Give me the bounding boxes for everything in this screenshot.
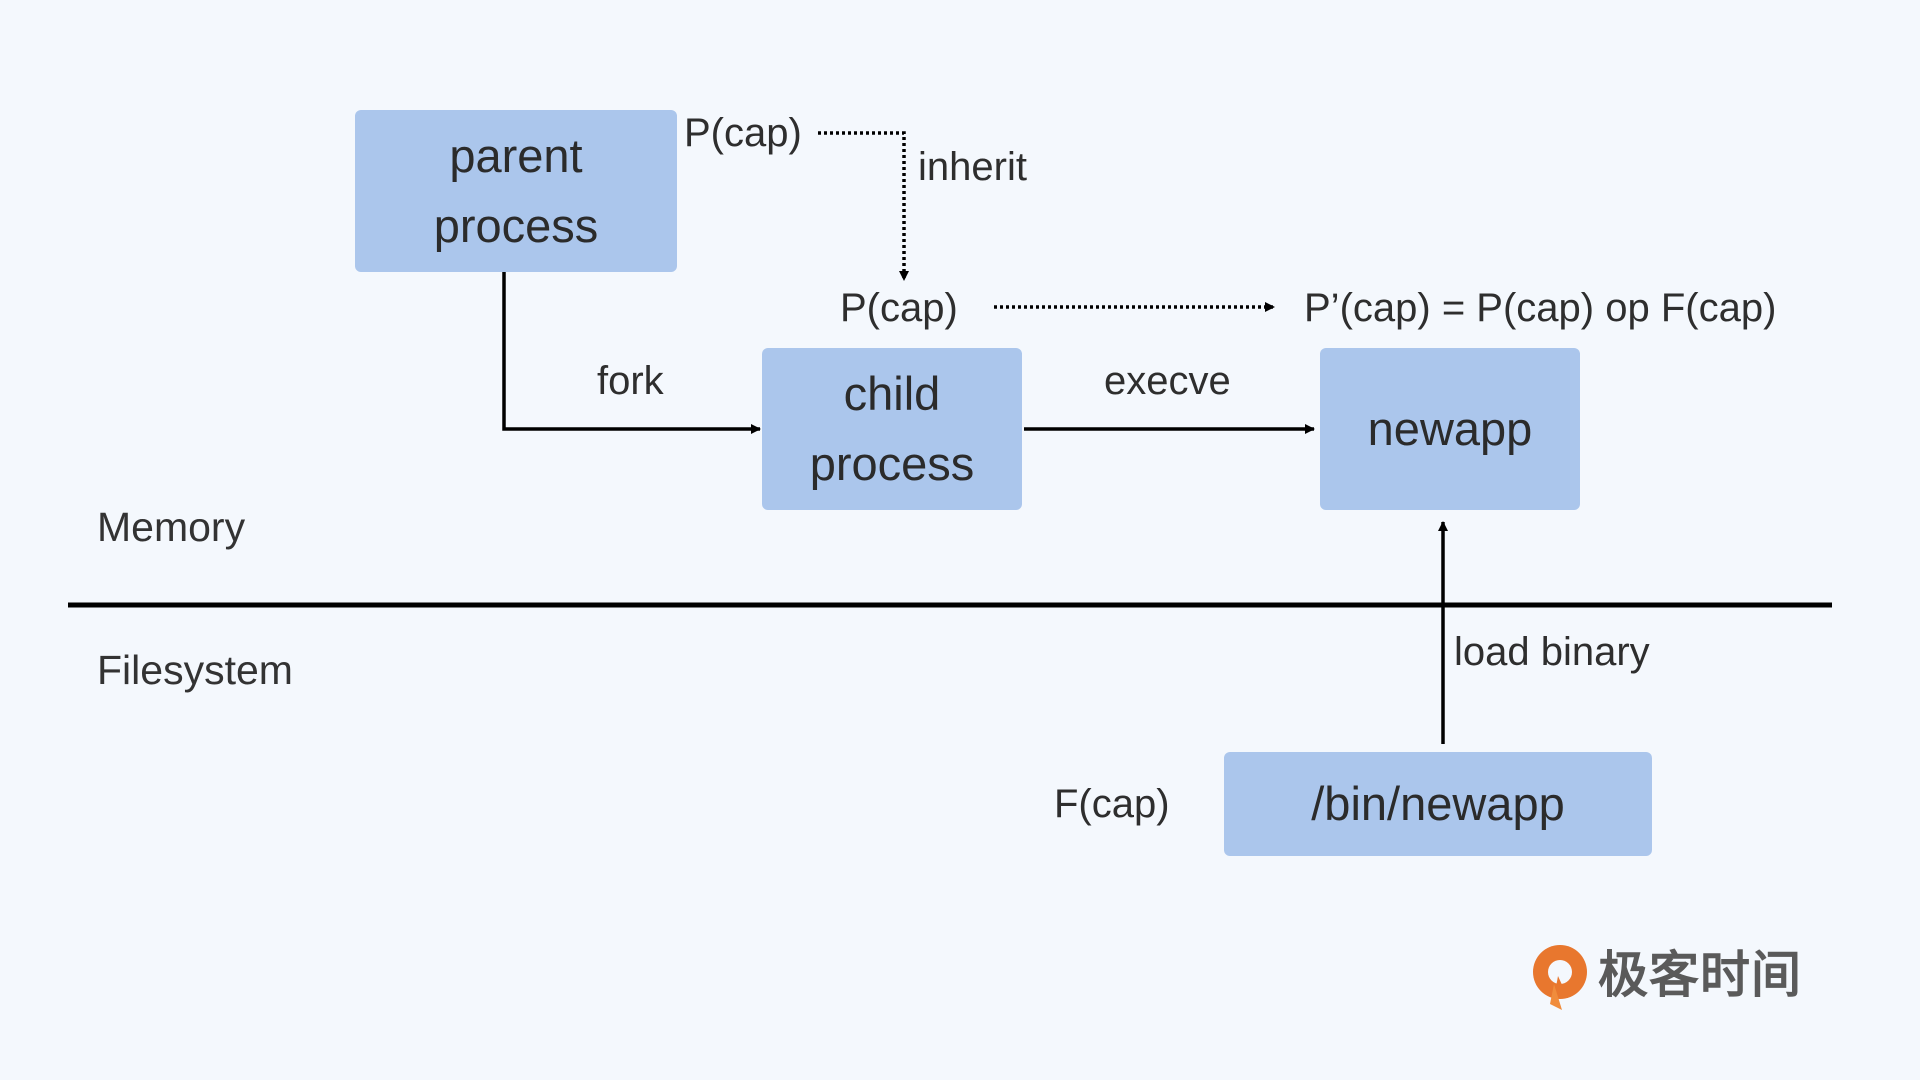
- newapp-label: newapp: [1367, 402, 1533, 455]
- load-binary-label: load binary: [1454, 630, 1650, 674]
- child-process-label-line1: child: [843, 367, 941, 420]
- parent-process-label-line1: parent: [449, 129, 583, 182]
- new-capability-formula: P’(cap) = P(cap) op F(cap): [1304, 286, 1777, 330]
- geektime-logo-icon: [1533, 945, 1587, 1010]
- geektime-logo-text: 极客时间: [1598, 946, 1802, 1004]
- file-capability-label: F(cap): [1054, 782, 1170, 826]
- newapp-box: newapp: [1320, 348, 1580, 510]
- execve-label: execve: [1104, 359, 1231, 403]
- fork-arrow: [502, 272, 761, 434]
- parent-capability-label: P(cap): [684, 111, 802, 155]
- child-process-label-line2: process: [809, 437, 975, 490]
- inherit-label: inherit: [918, 145, 1027, 189]
- geektime-logo: 极客时间: [1528, 938, 1818, 1014]
- filesystem-zone-label: Filesystem: [97, 647, 293, 693]
- fork-label: fork: [597, 359, 664, 403]
- parent-process-label-line2: process: [433, 199, 599, 252]
- binary-file-box: /bin/newapp: [1224, 752, 1652, 856]
- inherit-arrow: [818, 131, 909, 281]
- memory-zone-label: Memory: [97, 504, 246, 550]
- parent-process-box: parent process: [355, 110, 677, 272]
- child-capability-label: P(cap): [840, 286, 958, 330]
- binary-file-label: /bin/newapp: [1311, 777, 1565, 830]
- child-process-box: child process: [762, 348, 1022, 510]
